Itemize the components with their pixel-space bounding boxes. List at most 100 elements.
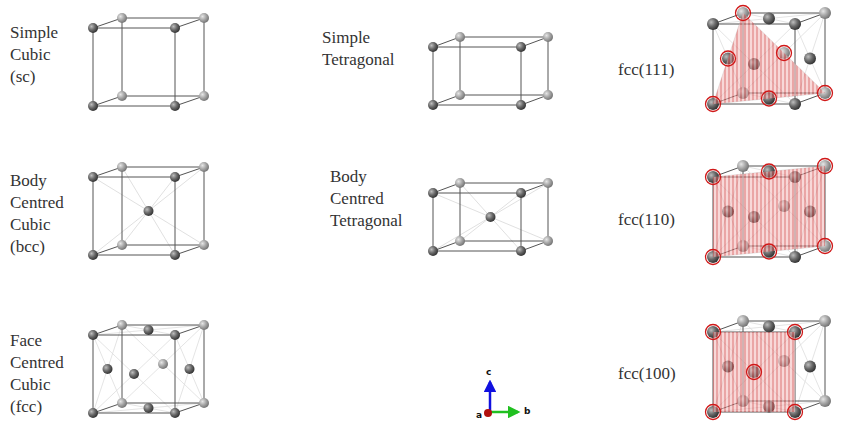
- face-diagonal: [175, 335, 204, 403]
- atom: [543, 178, 553, 188]
- face-diagonal: [713, 332, 795, 412]
- plane-label: fcc(111): [618, 59, 674, 81]
- atom: [117, 320, 127, 330]
- cell-edge: [175, 28, 176, 106]
- cell-edge: [175, 177, 176, 255]
- cell-edge: [175, 335, 176, 413]
- cell-diagonal: [122, 167, 175, 255]
- face-diagonal: [93, 403, 204, 413]
- atom: [117, 162, 127, 172]
- atom: [455, 90, 465, 100]
- cell-edge: [521, 193, 522, 251]
- cell-diagonal: [460, 193, 521, 241]
- atom: [428, 246, 438, 256]
- face-diagonal: [93, 335, 175, 413]
- cell-edge: [433, 47, 434, 105]
- unit-cell: [88, 162, 209, 260]
- plane-label: fcc(100): [618, 363, 676, 385]
- atom: [117, 398, 127, 408]
- plane-atom-ring: [706, 405, 721, 420]
- cell-diagonal: [93, 177, 204, 245]
- cell-edge: [93, 413, 175, 414]
- atom: [516, 100, 526, 110]
- atom: [543, 32, 553, 42]
- structure-label: Simple Cubic (sc): [10, 22, 80, 88]
- atom: [455, 32, 465, 42]
- atom: [144, 325, 154, 335]
- cell-edge: [713, 257, 795, 258]
- axis-label: c: [486, 367, 491, 377]
- face-diagonal: [713, 13, 825, 24]
- face-diagonal: [713, 321, 825, 332]
- plane-atom-ring: [762, 244, 777, 259]
- face-diagonal: [93, 335, 122, 403]
- atom: [804, 361, 816, 373]
- cell-edge: [460, 95, 548, 96]
- atom: [707, 18, 719, 30]
- atom: [428, 188, 438, 198]
- atom: [170, 172, 180, 182]
- plane-atom-ring: [706, 250, 721, 265]
- cell-edge: [93, 28, 175, 29]
- plane-atom-ring: [818, 159, 833, 174]
- cell-edge: [204, 167, 205, 245]
- cell-edge: [122, 325, 123, 403]
- cell-edge: [460, 241, 548, 242]
- atom: [789, 98, 801, 110]
- unit-cell: [706, 6, 833, 112]
- cell-edge: [93, 335, 94, 413]
- atom: [516, 42, 526, 52]
- plane-atom-ring: [788, 405, 803, 420]
- cell-edge: [743, 166, 825, 167]
- unit-cell: [706, 315, 832, 420]
- axis-label: b: [524, 406, 530, 416]
- cell-edge: [93, 255, 175, 256]
- face-diagonal: [122, 403, 175, 413]
- cell-edge: [433, 251, 521, 252]
- atom: [144, 403, 154, 413]
- lattice-plane: [713, 13, 825, 104]
- atom: [455, 178, 465, 188]
- cell-edge: [825, 321, 826, 401]
- atom: [117, 13, 127, 23]
- cell-edge: [122, 167, 204, 168]
- cell-edge: [713, 104, 795, 105]
- atom: [199, 162, 209, 172]
- atom: [428, 100, 438, 110]
- atom: [103, 364, 113, 374]
- cell-diagonal: [433, 183, 548, 251]
- atom: [543, 236, 553, 246]
- cell-edge: [433, 193, 521, 194]
- axis-triad: [484, 382, 518, 417]
- cell-edge: [743, 321, 825, 322]
- face-diagonal: [93, 335, 175, 413]
- face-diagonal: [713, 332, 795, 412]
- unit-cell: [428, 178, 553, 256]
- structure-label: Body Centred Cubic (bcc): [10, 170, 80, 258]
- face-diagonal: [122, 325, 204, 403]
- cell-edge: [204, 325, 205, 403]
- plane-atom-ring: [706, 97, 721, 112]
- atom: [804, 53, 816, 65]
- cell-edge: [122, 18, 123, 96]
- cell-edge: [93, 106, 175, 107]
- atom: [789, 18, 801, 30]
- face-diagonal: [93, 325, 204, 335]
- cell-edge: [713, 24, 714, 104]
- cell-edge: [460, 37, 548, 38]
- cell-diagonal: [93, 167, 204, 255]
- atom: [170, 23, 180, 33]
- plane-label: fcc(110): [618, 209, 675, 231]
- unit-cell: [88, 320, 209, 418]
- structure-label: Face Centred Cubic (fcc): [10, 330, 80, 418]
- cell-edge: [122, 18, 204, 19]
- atom: [158, 359, 168, 369]
- cell-edge: [743, 13, 825, 14]
- cell-edge: [433, 105, 521, 106]
- atom: [789, 251, 801, 263]
- atom: [543, 90, 553, 100]
- cell-edge: [825, 13, 826, 93]
- cell-edge: [204, 18, 205, 96]
- plane-atom-ring: [747, 365, 762, 380]
